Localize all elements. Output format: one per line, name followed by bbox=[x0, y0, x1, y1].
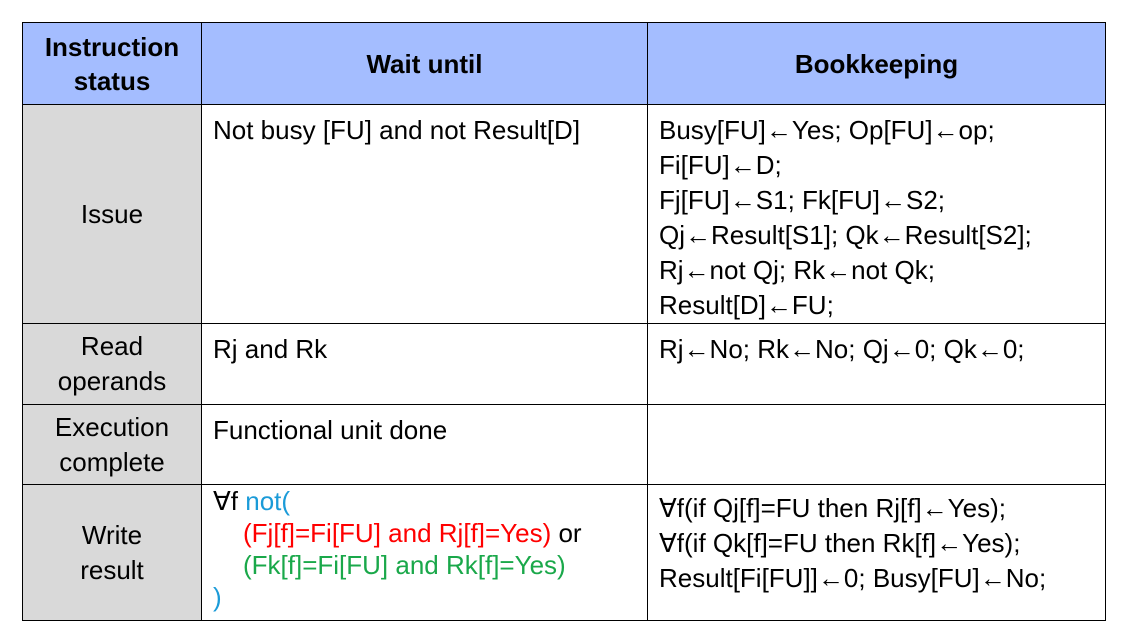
book-write-result: ∀f(if Qj[f]=FU then Rj[f]←Yes); ∀f(if Qk… bbox=[647, 484, 1106, 621]
book-issue-line: Result[D]←FU; bbox=[659, 290, 834, 320]
book-issue-line: Busy[FU]←Yes; Op[FU]←op; bbox=[659, 115, 995, 145]
wait-write-line4: ) bbox=[213, 581, 647, 613]
book-read-operands: Rj←No; Rk←No; Qj←0; Qk←0; bbox=[647, 323, 1106, 405]
condition-fk: (Fk[f]=Fi[FU] and Rk[f]=Yes) bbox=[243, 550, 566, 580]
wait-write-result: ∀f not( (Fj[f]=Fi[FU] and Rj[f]=Yes) or … bbox=[201, 484, 648, 621]
not-open: not( bbox=[245, 486, 291, 516]
wait-execution-complete: Functional unit done bbox=[201, 404, 648, 485]
row-read-operands: Read operands Rj and Rk Rj←No; Rk←No; Qj… bbox=[22, 323, 1106, 405]
book-write-line: Result[Fi[FU]]←0; Busy[FU]←No; bbox=[659, 563, 1047, 593]
row-write-result: Write result ∀f not( (Fj[f]=Fi[FU] and R… bbox=[22, 484, 1106, 621]
book-issue-line: Fj[FU]←S1; Fk[FU]←S2; bbox=[659, 185, 946, 215]
header-row: Instruction status Wait until Bookkeepin… bbox=[22, 22, 1106, 105]
header-bookkeeping: Bookkeeping bbox=[647, 22, 1106, 105]
stage-read-line2: operands bbox=[57, 366, 167, 396]
stage-exec-line2: complete bbox=[59, 446, 165, 477]
book-write-line: ∀f(if Qj[f]=FU then Rj[f]←Yes); bbox=[659, 493, 1006, 523]
book-issue-line: Qj←Result[S1]; Qk←Result[S2]; bbox=[659, 220, 1032, 250]
forall-symbol: ∀f bbox=[213, 486, 246, 516]
book-execution-complete bbox=[647, 404, 1106, 485]
wait-read-operands: Rj and Rk bbox=[201, 323, 648, 405]
row-execution-complete: Execution complete Functional unit done bbox=[22, 404, 1106, 485]
book-issue: Busy[FU]←Yes; Op[FU]←op; Fi[FU]←D; Fj[FU… bbox=[647, 104, 1106, 324]
wait-write-line3: (Fk[f]=Fi[FU] and Rk[f]=Yes) bbox=[213, 549, 647, 581]
book-issue-line: Fi[FU]←D; bbox=[659, 150, 782, 180]
scoreboard-table: Instruction status Wait until Bookkeepin… bbox=[22, 22, 1106, 621]
stage-read-operands: Read operands bbox=[22, 323, 202, 405]
wait-issue: Not busy [FU] and not Result[D] bbox=[201, 104, 648, 324]
stage-write-result: Write result bbox=[22, 484, 202, 621]
book-write-line: ∀f(if Qk[f]=FU then Rk[f]←Yes); bbox=[659, 528, 1021, 558]
stage-read-line1: Read bbox=[80, 331, 144, 361]
header-instruction-status-line1: Instruction bbox=[44, 31, 180, 62]
stage-write-line1: Write bbox=[81, 519, 143, 550]
not-close: ) bbox=[213, 582, 222, 612]
stage-exec-line1: Execution bbox=[54, 411, 170, 442]
header-instruction-status: Instruction status bbox=[22, 22, 202, 105]
book-issue-line: Rj←not Qj; Rk←not Qk; bbox=[659, 255, 935, 285]
wait-write-line2: (Fj[f]=Fi[FU] and Rj[f]=Yes) or bbox=[213, 517, 647, 549]
header-instruction-status-line2: status bbox=[73, 65, 151, 96]
wait-write-line1: ∀f not( bbox=[213, 485, 647, 517]
stage-issue: Issue bbox=[22, 104, 202, 324]
stage-write-line2: result bbox=[80, 554, 144, 585]
header-wait-until: Wait until bbox=[201, 22, 648, 105]
stage-execution-complete: Execution complete bbox=[22, 404, 202, 485]
or-keyword: or bbox=[551, 518, 582, 548]
row-issue: Issue Not busy [FU] and not Result[D] Bu… bbox=[22, 104, 1106, 324]
condition-fj: (Fj[f]=Fi[FU] and Rj[f]=Yes) bbox=[243, 518, 552, 548]
